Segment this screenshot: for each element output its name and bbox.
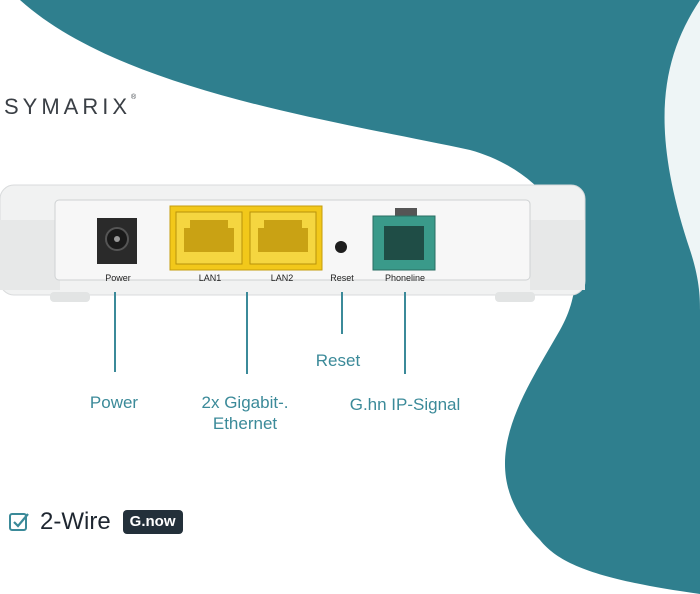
ethernet-pointer-line — [246, 292, 248, 374]
lan-ports — [169, 205, 323, 271]
trademark-symbol: ® — [131, 94, 137, 101]
reset-pointer-line — [341, 292, 343, 334]
reset-hole — [335, 241, 347, 253]
feature-row: 2-Wire G.now — [8, 508, 183, 536]
port-label-power: Power — [105, 273, 131, 283]
wire-label: 2-Wire — [40, 508, 111, 535]
port-label-lan1: LAN1 — [198, 273, 222, 283]
callout-reset: Reset — [315, 351, 361, 370]
port-label-lan2: LAN2 — [270, 273, 294, 283]
device-rear-panel — [0, 184, 586, 302]
brand-logo-text: SYMARIX — [4, 94, 132, 119]
power-jack — [97, 218, 137, 264]
port-label-reset: Reset — [330, 273, 354, 283]
callout-ethernet-line1: 2x Gigabit-. — [201, 393, 289, 412]
ghn-pointer-line — [404, 292, 406, 374]
callout-ethernet-line2: Ethernet — [212, 414, 278, 433]
callout-ethernet: 2x Gigabit-. Ethernet — [180, 392, 310, 434]
port-label-phoneline: Phoneline — [384, 273, 426, 283]
phoneline-port — [372, 208, 436, 271]
callout-power: Power — [89, 393, 139, 412]
power-pointer-line — [114, 292, 116, 372]
gnow-badge: G.now — [122, 510, 183, 534]
brand-logo: SYMARIX® — [4, 94, 136, 120]
callout-ghn: G.hn IP-Signal — [349, 395, 461, 414]
checkbox-check-icon — [9, 513, 29, 531]
